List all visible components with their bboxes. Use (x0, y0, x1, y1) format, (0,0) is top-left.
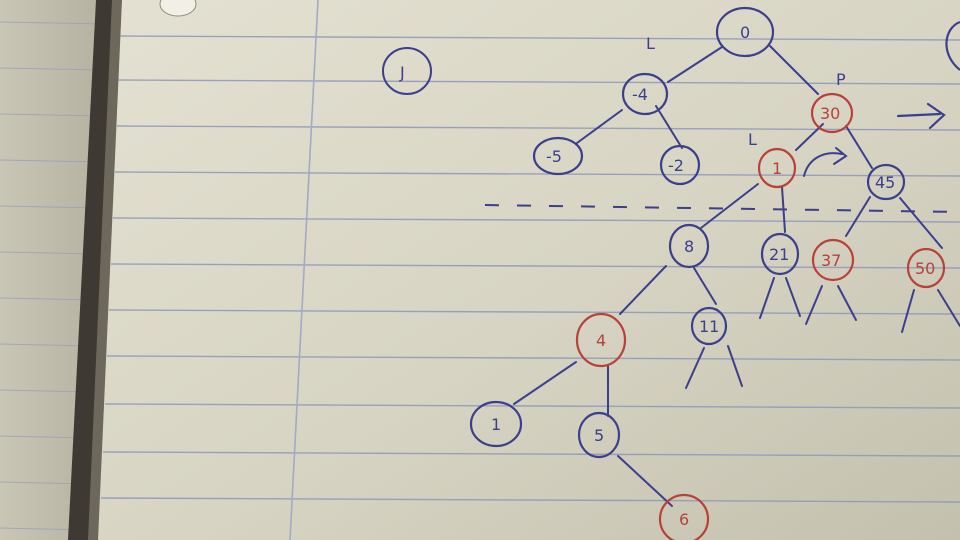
margin-line (289, 0, 319, 540)
svg-text:5: 5 (594, 426, 604, 445)
tree-node-6: 6 (658, 493, 710, 540)
tree-node-root: 0 (715, 6, 775, 58)
rotation-arrow-icon (803, 147, 848, 177)
svg-text:-5: -5 (546, 147, 562, 166)
svg-text:21: 21 (769, 245, 789, 264)
tree-node-1-red: 1 (757, 147, 797, 189)
right-arrow-icon (896, 102, 946, 130)
svg-text:4: 4 (596, 331, 606, 350)
tree-node-30: 30 (810, 92, 854, 134)
tree-node-4: 4 (575, 312, 627, 368)
svg-text:0: 0 (740, 23, 750, 42)
offscreen-node-edge (945, 20, 960, 71)
svg-text:11: 11 (699, 317, 719, 336)
dashed-separator (484, 204, 960, 213)
corner-mark: J (382, 47, 432, 95)
ruled-lines (100, 35, 960, 503)
svg-text:-4: -4 (632, 85, 648, 104)
tree-node-37: 37 (811, 238, 855, 282)
rotation-mark: L (748, 130, 757, 149)
right-child-mark: P (836, 70, 846, 89)
tree-node-11: 11 (690, 306, 728, 346)
punch-hole (159, 0, 197, 17)
tree-edges (513, 45, 960, 507)
svg-text:37: 37 (821, 251, 841, 270)
svg-text:J: J (399, 63, 405, 82)
svg-text:8: 8 (684, 237, 694, 256)
tree-node-21: 21 (760, 232, 800, 276)
tree-node-8: 8 (668, 223, 710, 269)
svg-text:6: 6 (679, 510, 689, 529)
tree-node-50: 50 (906, 247, 946, 289)
svg-text:45: 45 (875, 173, 895, 192)
left-child-mark: L (646, 34, 655, 53)
svg-text:-2: -2 (668, 156, 684, 175)
tree-node--4: -4 (621, 72, 669, 116)
tree-node--5: -5 (532, 136, 584, 176)
tree-node-45: 45 (866, 163, 906, 201)
svg-text:30: 30 (820, 104, 840, 123)
page-edge-highlight (88, 0, 124, 540)
tree-node-1-blue: 1 (469, 400, 523, 448)
svg-text:50: 50 (915, 259, 935, 278)
svg-text:1: 1 (491, 415, 501, 434)
svg-text:1: 1 (772, 159, 782, 178)
tree-node-5: 5 (577, 411, 621, 459)
tree-node--2: -2 (659, 144, 701, 186)
